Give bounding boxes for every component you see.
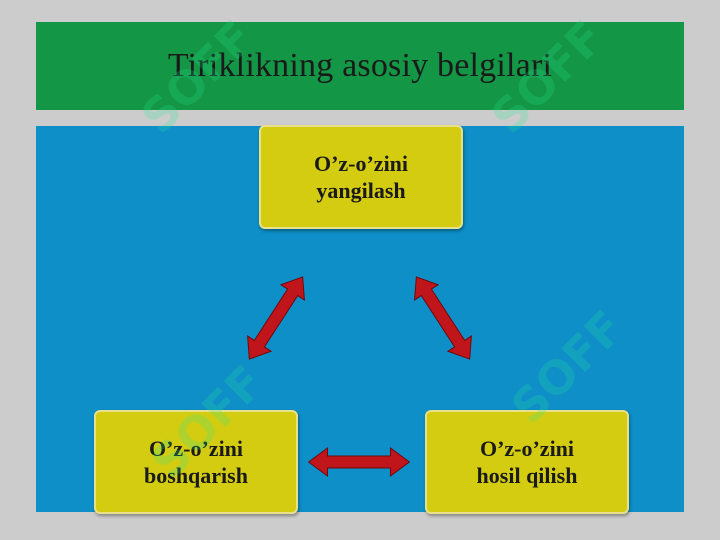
node-right-line2: hosil qilish	[476, 463, 578, 488]
node-self-reproduction: O’z-o’zini hosil qilish	[425, 410, 629, 514]
node-self-regulation: O’z-o’zini boshqarish	[94, 410, 298, 514]
arrow-bottom	[308, 447, 410, 477]
node-top-line1: O’z-o’zini	[313, 151, 409, 176]
slide-title: Tiriklikning asosiy belgilari	[167, 47, 553, 84]
node-right-line1: O’z-o’zini	[479, 436, 575, 461]
node-left-line1: O’z-o’zini	[148, 436, 244, 461]
arrow-top-left	[237, 268, 315, 368]
arrow-top-right	[404, 268, 482, 368]
node-left-line2: boshqarish	[144, 463, 248, 488]
node-self-renewal: O’z-o’zini yangilash	[259, 125, 463, 229]
node-top-line2: yangilash	[316, 178, 406, 203]
title-bar: Tiriklikning asosiy belgilari	[36, 22, 684, 110]
